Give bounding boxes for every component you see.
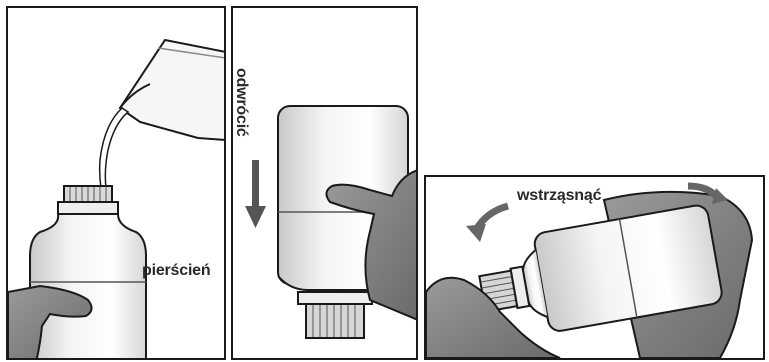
arrow-down-icon bbox=[245, 160, 266, 228]
invert-label: odwrócić bbox=[232, 68, 250, 137]
liquid-stream bbox=[100, 108, 128, 188]
measuring-cup-icon bbox=[120, 40, 226, 140]
bottle-icon bbox=[30, 186, 146, 362]
shake-arrow-left-icon bbox=[466, 206, 508, 242]
pouring-scene bbox=[8, 40, 226, 362]
ring-label: pierścień bbox=[142, 262, 210, 280]
shake-label: wstrząsnąć bbox=[517, 187, 601, 205]
invert-scene bbox=[245, 106, 418, 338]
shake-scene bbox=[426, 186, 752, 358]
